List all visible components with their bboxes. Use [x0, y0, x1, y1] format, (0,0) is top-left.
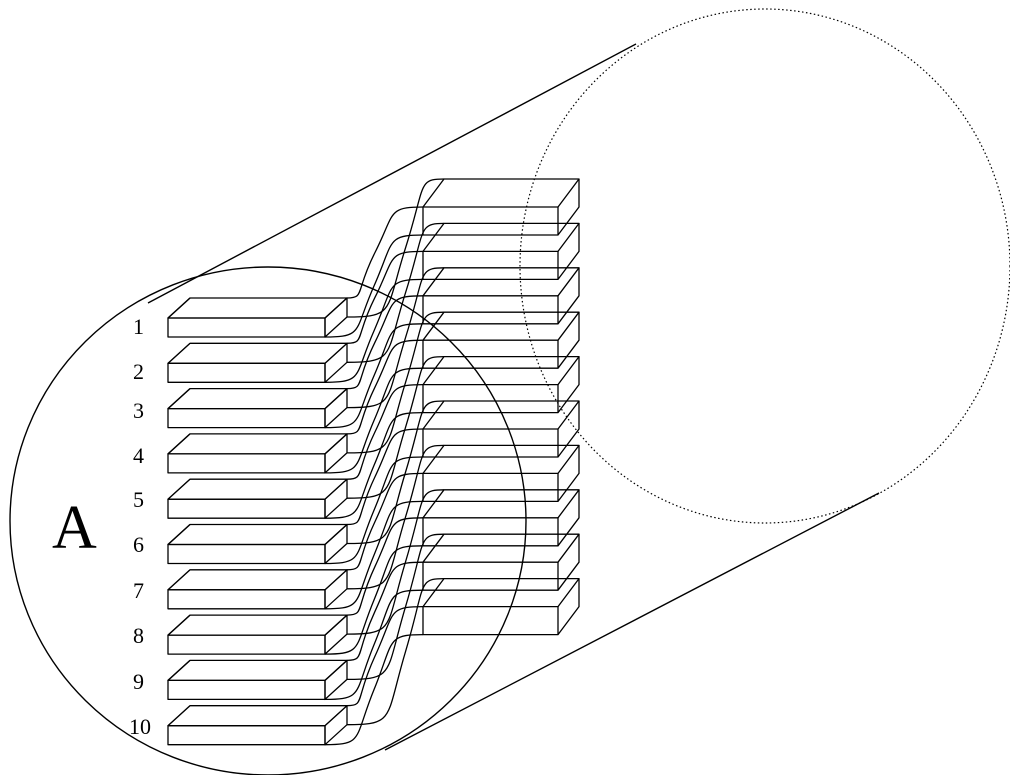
layer-3-front-left-edge — [167, 388, 191, 410]
layer-1-front-left-edge — [167, 297, 191, 319]
layer-9-front-left-edge — [167, 659, 191, 681]
layer-2-front-face — [167, 362, 326, 383]
layer-4-twist-back — [346, 311, 445, 454]
layer-3-front-side — [324, 387, 348, 429]
layer-3-front-top — [167, 387, 348, 410]
layer-10-front-side — [324, 705, 348, 746]
layer-7-front-left-edge — [167, 569, 191, 591]
layer-5-twist-back — [346, 355, 445, 499]
layer-10-front-left-edge — [167, 705, 191, 727]
layer-7-twist-top — [346, 472, 424, 571]
layer-6-front-top — [167, 523, 348, 546]
layer-2-back-top — [422, 222, 580, 253]
layer-1-twist-top — [346, 206, 424, 299]
layer-2-twist-back — [346, 222, 445, 363]
layer-5-front-side — [324, 478, 348, 519]
layer-5-front-face — [167, 498, 326, 519]
layer-3-twist-back — [346, 267, 445, 409]
layer-2-front-top — [167, 342, 348, 364]
layer-7-twist-back — [346, 444, 445, 590]
layer-10-front-top — [167, 705, 348, 727]
layer-8-back-top — [422, 489, 580, 519]
layer-9-front-face — [167, 679, 326, 701]
layer-2-front-side — [324, 342, 348, 383]
layer-4-twist-bottom — [324, 367, 424, 474]
cylinder-top-edge — [147, 43, 637, 304]
layer-stack — [167, 178, 580, 746]
layer-label-8: 8 — [133, 623, 144, 648]
layer-10-twist-back — [346, 577, 445, 726]
layer-label-7: 7 — [133, 578, 144, 603]
layer-2-twist-top — [346, 250, 424, 344]
layer-label-2: 2 — [133, 359, 144, 384]
layer-10-twist-top — [346, 605, 424, 707]
layer-labels: 1 2 3 4 5 6 7 8 9 10 — [129, 314, 151, 739]
layer-2-front-left-edge — [167, 342, 191, 364]
layer-4-front-left-edge — [167, 433, 191, 455]
layer-7-back-top — [422, 444, 580, 475]
layer-6-front-face — [167, 543, 326, 565]
layer-6-twist-top — [346, 428, 424, 526]
layer-1-front-top — [167, 297, 348, 319]
layer-4-twist-top — [346, 339, 424, 435]
layer-1-twist-back — [346, 178, 445, 318]
layer-6-back-top — [422, 400, 580, 430]
layer-4-front-face — [167, 453, 326, 474]
layer-label-3: 3 — [133, 398, 144, 423]
layer-1-front-side — [324, 297, 348, 338]
layer-6-front-left-edge — [167, 524, 191, 545]
layer-7-front-face — [167, 589, 326, 610]
layer-10-front-face — [167, 725, 326, 746]
layer-8-twist-top — [346, 517, 424, 616]
layer-9-twist-top — [346, 561, 424, 662]
layer-8-front-top — [167, 614, 348, 636]
cylinder-bottom-edge — [384, 492, 880, 751]
layer-5-back-top — [422, 355, 580, 386]
layer-label-1: 1 — [133, 314, 144, 339]
layer-7-front-top — [167, 569, 348, 591]
cylinder-far-end — [519, 8, 1010, 524]
layer-3-front-face — [167, 407, 326, 429]
layer-1-twist-bottom — [324, 234, 424, 338]
layer-3-twist-top — [346, 295, 424, 390]
layer-3-back-top — [422, 267, 580, 297]
layer-label-5: 5 — [133, 487, 144, 512]
layer-4-back-top — [422, 311, 580, 341]
layer-8-front-left-edge — [167, 614, 191, 636]
cylinder-near-end — [9, 266, 527, 775]
layer-label-4: 4 — [133, 443, 144, 468]
layer-8-twist-back — [346, 489, 445, 635]
layer-10-twist-bottom — [324, 633, 424, 746]
layer-5-twist-bottom — [324, 411, 424, 519]
layer-1-back-top — [422, 178, 580, 208]
layer-9-front-top — [167, 659, 348, 682]
layer-5-front-left-edge — [167, 478, 191, 500]
layer-9-twist-back — [346, 533, 445, 681]
layer-8-front-side — [324, 614, 348, 655]
layer-8-front-face — [167, 634, 326, 655]
layer-2-twist-bottom — [324, 278, 424, 383]
layer-6-front-side — [324, 523, 348, 565]
layer-5-twist-top — [346, 383, 424, 480]
end-label-a: A — [52, 494, 97, 562]
layer-8-twist-bottom — [324, 545, 424, 655]
layer-10-back-top — [422, 577, 580, 608]
layer-7-front-side — [324, 569, 348, 610]
layer-6-twist-back — [346, 400, 445, 545]
layer-4-front-side — [324, 433, 348, 474]
layer-9-back-top — [422, 533, 580, 563]
layer-1-front-face — [167, 317, 326, 338]
layer-7-twist-bottom — [324, 500, 424, 610]
layer-3-twist-bottom — [324, 323, 424, 429]
layer-label-6: 6 — [133, 532, 144, 557]
layer-6-twist-bottom — [324, 456, 424, 565]
layer-4-front-top — [167, 433, 348, 455]
layer-5-front-top — [167, 478, 348, 500]
layer-9-twist-bottom — [324, 589, 424, 701]
layer-label-9: 9 — [133, 669, 144, 694]
layer-9-front-side — [324, 659, 348, 701]
layer-label-10: 10 — [129, 714, 151, 739]
